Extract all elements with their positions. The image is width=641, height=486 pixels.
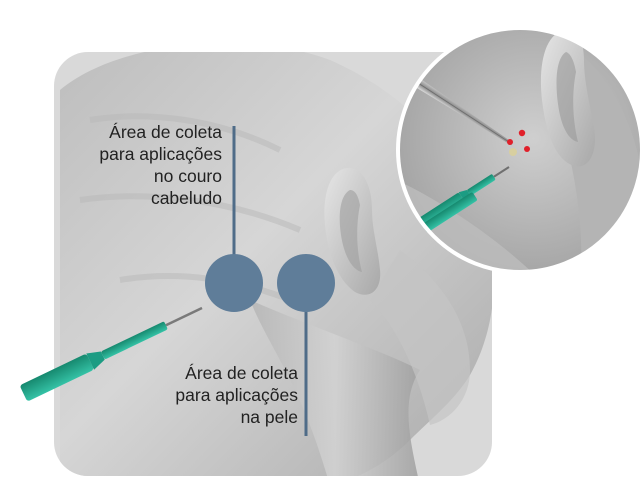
scalp-collection-area-marker xyxy=(205,254,263,312)
follicle-graft xyxy=(509,148,517,156)
skin-label-line-3: na pele xyxy=(110,406,298,428)
skin-collection-label: Área de coleta para aplicações na pele xyxy=(110,362,298,428)
blood-drop-2 xyxy=(507,139,513,145)
blood-drop-1 xyxy=(519,130,525,136)
scalp-label-line-2: para aplicações xyxy=(40,143,222,165)
blood-drop-3 xyxy=(524,146,530,152)
skin-collection-area-marker xyxy=(277,254,335,312)
scalp-label-line-4: cabeludo xyxy=(40,187,222,209)
scalp-label-line-1: Área de coleta xyxy=(40,121,222,143)
skin-label-line-2: para aplicações xyxy=(110,384,298,406)
scalp-collection-label: Área de coleta para aplicações no couro … xyxy=(40,121,222,209)
scalp-label-line-3: no couro xyxy=(40,165,222,187)
skin-label-line-1: Área de coleta xyxy=(110,362,298,384)
